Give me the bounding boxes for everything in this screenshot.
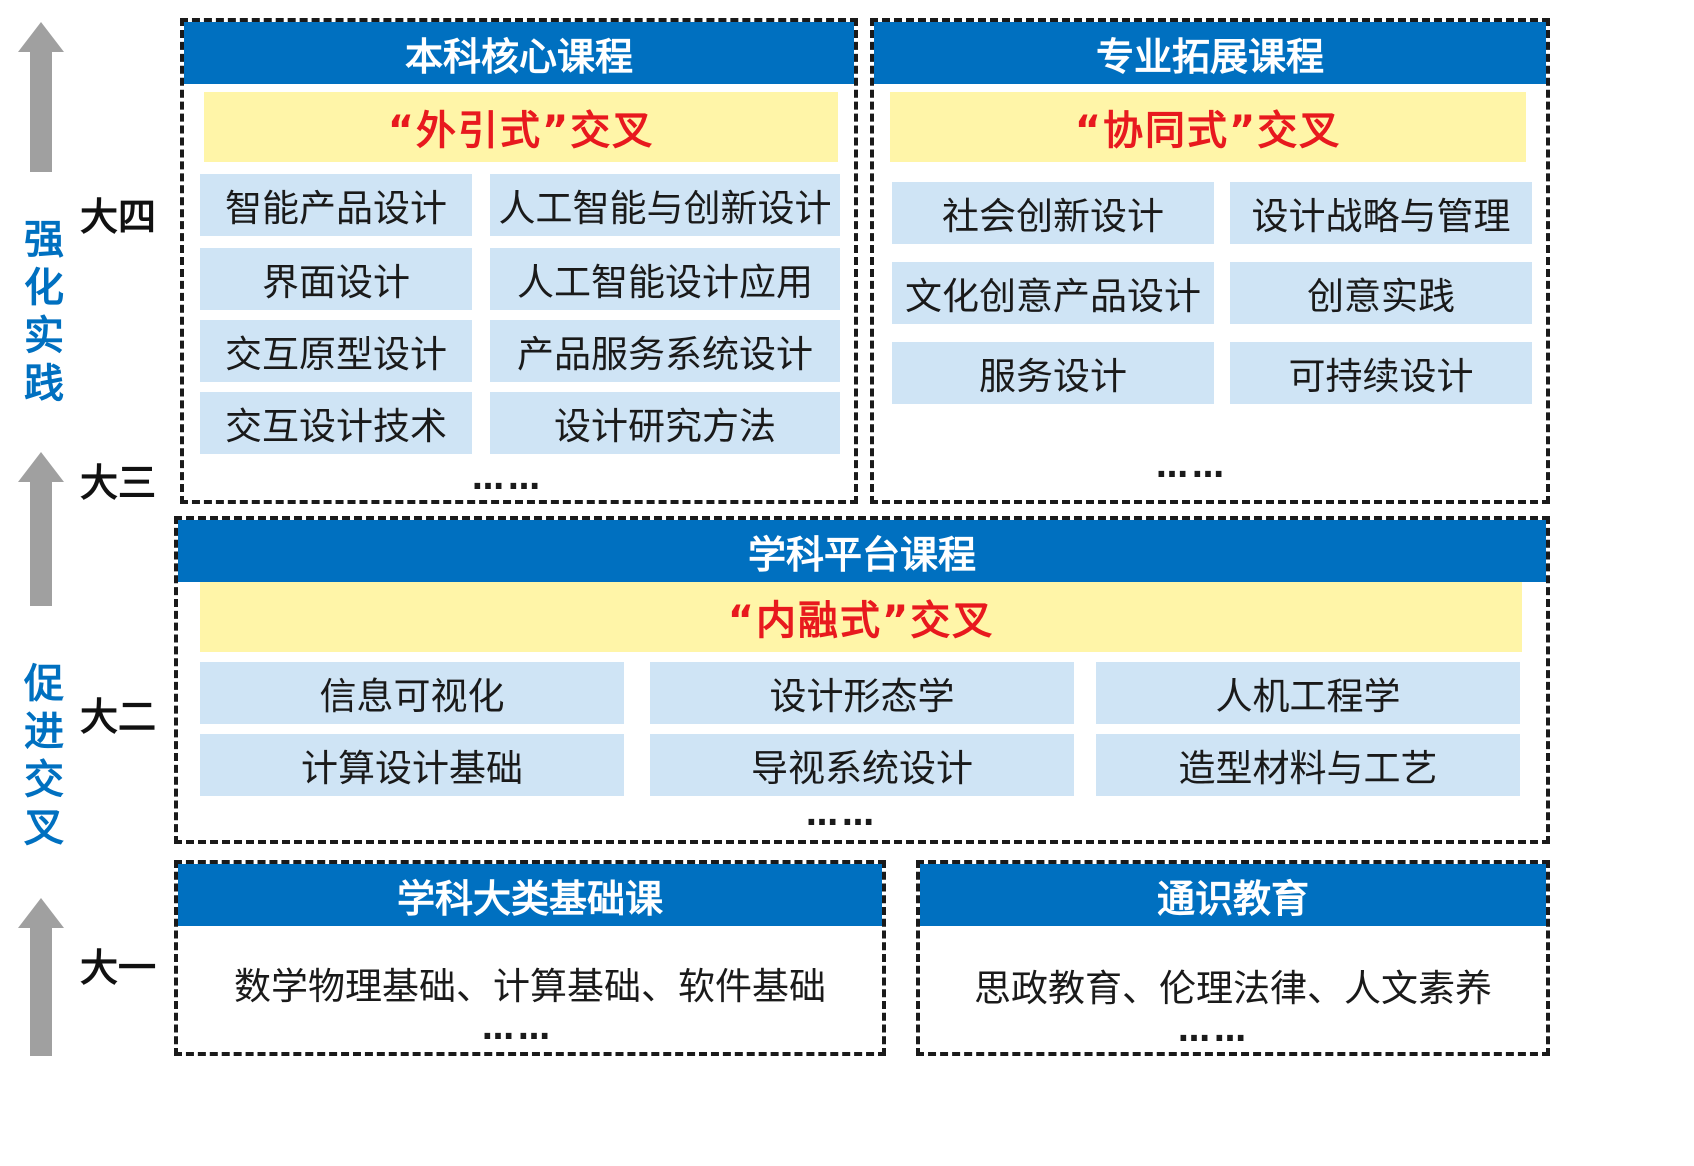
platform-course-item: 信息可视化 <box>200 662 624 724</box>
arrow-up-icon <box>18 898 64 1056</box>
core-course-item: 产品服务系统设计 <box>490 320 840 382</box>
extended-courses-box: 专业拓展课程 “协同式”交叉 社会创新设计 设计战略与管理 文化创意产品设计 创… <box>870 18 1550 504</box>
extended-course-item: 设计战略与管理 <box>1230 182 1532 244</box>
general-education-content: 思政教育、伦理法律、人文素养 <box>974 967 1492 1010</box>
arrow-up-icon <box>18 22 64 172</box>
foundation-more-ellipsis: …… <box>482 1009 554 1047</box>
platform-more-ellipsis: …… <box>806 795 878 833</box>
platform-course-item: 导视系统设计 <box>650 734 1074 796</box>
arrow-up-icon <box>18 452 64 606</box>
platform-course-item: 设计形态学 <box>650 662 1074 724</box>
extended-course-item: 可持续设计 <box>1230 342 1532 404</box>
platform-course-item: 造型材料与工艺 <box>1096 734 1520 796</box>
core-course-item: 人工智能与创新设计 <box>490 174 840 236</box>
core-course-item: 交互原型设计 <box>200 320 472 382</box>
core-course-item: 人工智能设计应用 <box>490 248 840 310</box>
extended-more-ellipsis: …… <box>1156 447 1228 485</box>
core-more-ellipsis: …… <box>472 459 544 497</box>
general-more-ellipsis: …… <box>1178 1011 1250 1049</box>
foundation-courses-content: 数学物理基础、计算基础、软件基础 <box>234 965 826 1008</box>
year-label-1: 大一 <box>80 946 157 990</box>
foundation-courses-box: 学科大类基础课 数学物理基础、计算基础、软件基础 …… <box>174 860 886 1056</box>
extended-course-item: 文化创意产品设计 <box>892 262 1214 324</box>
extended-course-item: 服务设计 <box>892 342 1214 404</box>
year-label-3: 大三 <box>80 461 157 505</box>
phase-label-practice: 强化实践 <box>24 217 64 407</box>
core-course-item: 界面设计 <box>200 248 472 310</box>
general-education-box: 通识教育 思政教育、伦理法律、人文素养 …… <box>916 860 1550 1056</box>
platform-course-item: 人机工程学 <box>1096 662 1520 724</box>
core-cross-banner: “外引式”交叉 <box>204 92 838 162</box>
general-education-title: 通识教育 <box>920 864 1546 926</box>
extended-course-item: 创意实践 <box>1230 262 1532 324</box>
core-course-item: 交互设计技术 <box>200 392 472 454</box>
platform-courses-box: 学科平台课程 “内融式”交叉 信息可视化 设计形态学 人机工程学 计算设计基础 … <box>174 516 1550 844</box>
extended-cross-banner: “协同式”交叉 <box>890 92 1526 162</box>
year-label-4: 大四 <box>80 195 157 239</box>
platform-cross-banner: “内融式”交叉 <box>200 582 1522 652</box>
year-label-2: 大二 <box>80 695 157 739</box>
phase-label-cross: 促进交叉 <box>24 661 64 851</box>
core-courses-title: 本科核心课程 <box>184 22 854 84</box>
platform-course-item: 计算设计基础 <box>200 734 624 796</box>
core-course-item: 设计研究方法 <box>490 392 840 454</box>
platform-courses-title: 学科平台课程 <box>178 520 1546 582</box>
foundation-courses-title: 学科大类基础课 <box>178 864 882 926</box>
core-course-item: 智能产品设计 <box>200 174 472 236</box>
extended-course-item: 社会创新设计 <box>892 182 1214 244</box>
core-courses-box: 本科核心课程 “外引式”交叉 智能产品设计 人工智能与创新设计 界面设计 人工智… <box>180 18 858 504</box>
extended-courses-title: 专业拓展课程 <box>874 22 1546 84</box>
